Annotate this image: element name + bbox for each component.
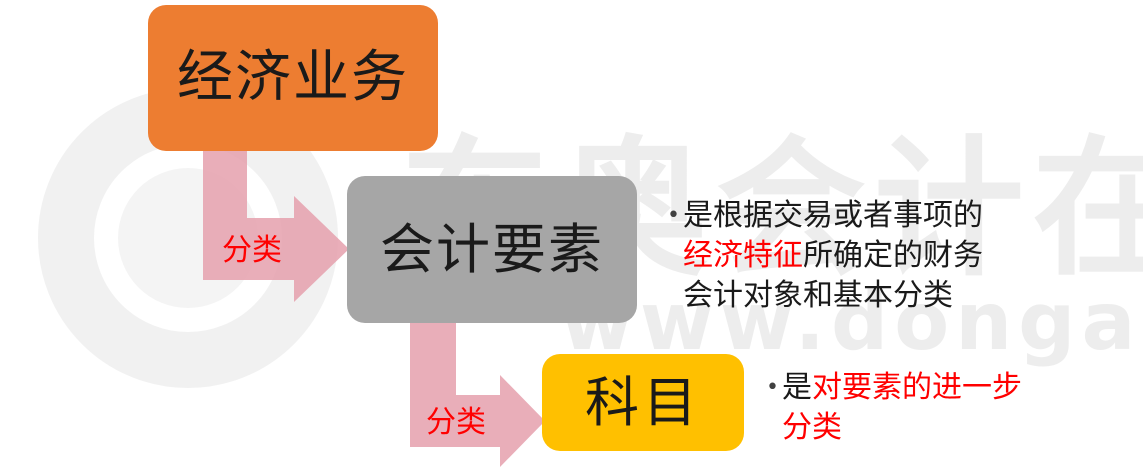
note-text: 是	[782, 370, 812, 405]
node-accounts: 科目	[542, 354, 744, 451]
edge-label-classify-2: 分类	[426, 405, 486, 440]
connector-arrow-2	[410, 323, 545, 467]
node-economic-business: 经济业务	[148, 5, 438, 151]
bullet-icon: •	[766, 375, 779, 400]
note-highlight: 经济特征	[683, 238, 803, 273]
note-line: 经济特征所确定的财务	[683, 236, 1043, 276]
note-line: 是对要素的进一步	[782, 368, 1082, 408]
note-highlight: 分类	[782, 410, 842, 445]
edge-label-classify-1: 分类	[222, 233, 282, 268]
node-economic-business-label: 经济业务	[177, 45, 409, 110]
note-line: 是根据交易或者事项的	[683, 198, 983, 233]
note-highlight: 对要素的进一步	[812, 370, 1022, 405]
node-accounting-elements: 会计要素	[347, 176, 637, 323]
note-accounts: • 是对要素的进一步 分类	[766, 368, 1082, 448]
note-accounting-elements: • 是根据交易或者事项的 经济特征所确定的财务 会计对象和基本分类	[667, 196, 1043, 316]
connector-arrow-1	[203, 151, 349, 302]
watermark-url-text: www.dongao.com	[560, 275, 1143, 368]
note-line: 会计对象和基本分类	[683, 278, 953, 313]
bullet-icon: •	[667, 203, 680, 228]
note-text: 所确定的财务	[803, 238, 983, 273]
node-accounting-elements-label: 会计要素	[380, 217, 604, 281]
node-accounts-label: 科目	[585, 370, 701, 434]
